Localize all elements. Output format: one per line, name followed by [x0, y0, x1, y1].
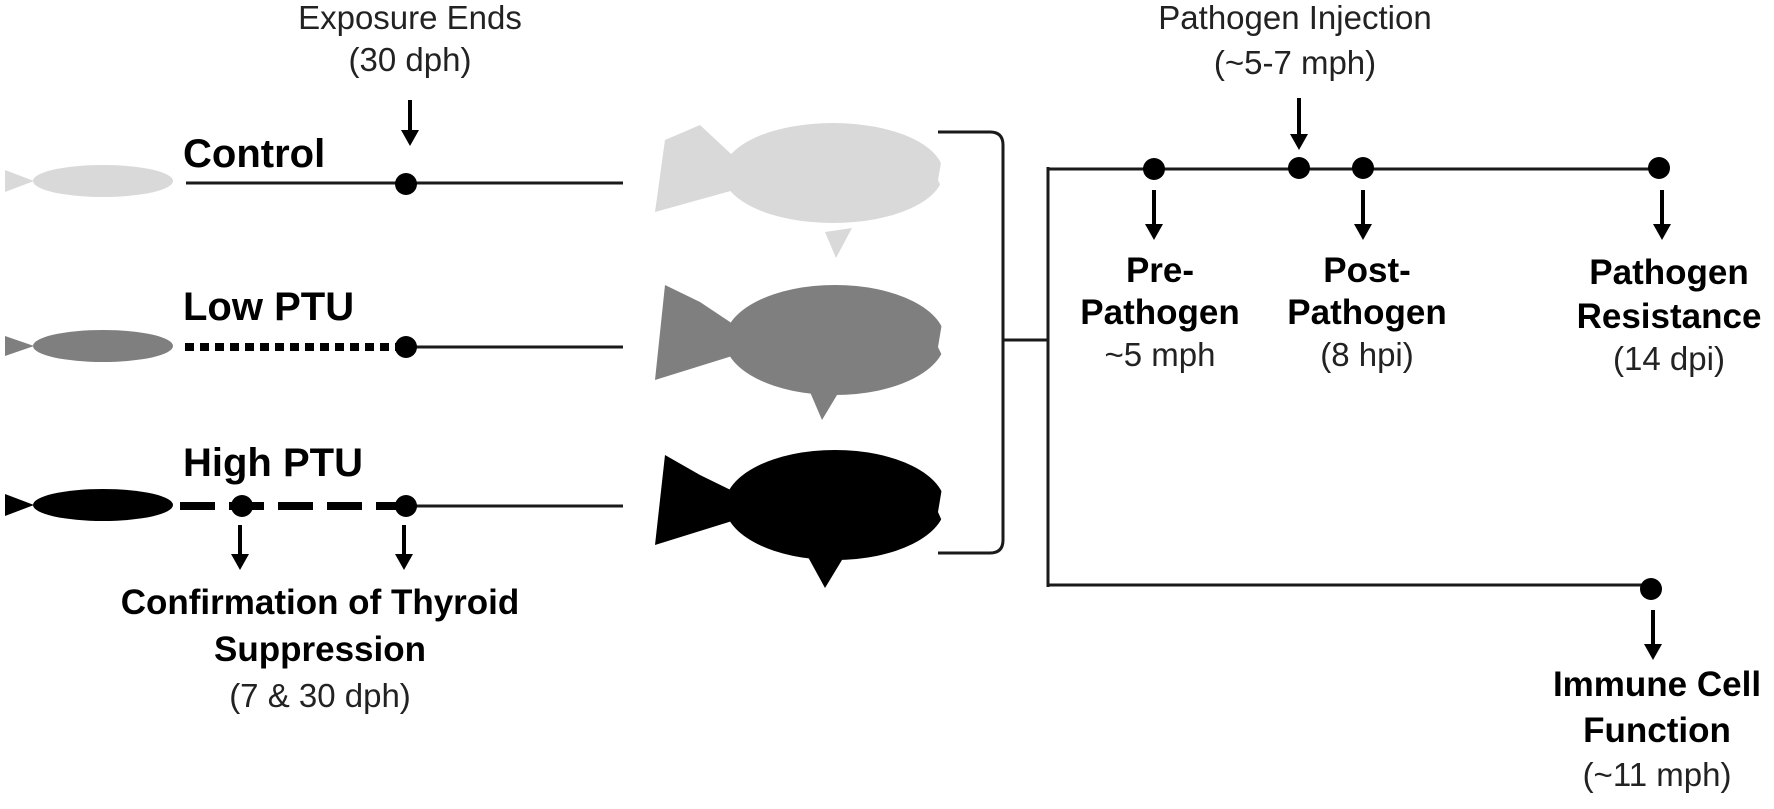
high-ptu-label: High PTU	[183, 441, 363, 485]
high-ptu-exposure-end-dot	[395, 495, 417, 517]
pathogen-injection-label: Pathogen Injection	[1158, 0, 1431, 36]
pathogen-resistance-arrowhead	[1653, 224, 1671, 240]
pre-pathogen-label-line1: Pre-	[1126, 251, 1194, 290]
control-small-fish	[5, 165, 173, 197]
high-ptu-confirmation-dot-7dph	[231, 495, 253, 517]
pre-pathogen-arrowhead	[1145, 224, 1163, 240]
post-pathogen-arrowhead	[1354, 224, 1372, 240]
immune-cell-time: (~11 mph)	[1583, 756, 1732, 793]
control-exposure-end-dot	[395, 173, 417, 195]
control-label: Control	[183, 132, 325, 176]
pathogen-resistance-label-line2: Resistance	[1577, 297, 1762, 336]
confirmation-label-line2: Suppression	[214, 630, 426, 669]
control-row: Control	[5, 123, 945, 258]
low-ptu-exposure-end-dot	[395, 336, 417, 358]
confirmation-arrowhead-7dph	[231, 554, 249, 570]
confirmation-arrowhead-30dph	[395, 554, 413, 570]
pathogen-injection-time: (~5-7 mph)	[1214, 44, 1376, 81]
pathogen-resistance-label-line1: Pathogen	[1589, 253, 1748, 292]
post-pathogen-label-line1: Post-	[1323, 251, 1411, 290]
post-pathogen-time: (8 hpi)	[1320, 336, 1414, 373]
confirmation-label-line1: Confirmation of Thyroid	[121, 583, 520, 622]
groups-bracket	[938, 130, 1005, 555]
post-pathogen-label-line2: Pathogen	[1287, 293, 1446, 332]
post-pathogen-dot	[1352, 157, 1374, 179]
low-ptu-row: Low PTU	[5, 285, 945, 420]
high-ptu-large-fish	[655, 450, 945, 588]
pre-pathogen-dot	[1143, 158, 1165, 180]
pre-pathogen-time: ~5 mph	[1105, 336, 1216, 373]
low-ptu-large-fish	[655, 285, 945, 420]
confirmation-time: (7 & 30 dph)	[229, 677, 411, 714]
pathogen-resistance-dot	[1648, 157, 1670, 179]
pathogen-injection-dot	[1288, 157, 1310, 179]
immune-cell-label-line1: Immune Cell	[1553, 665, 1761, 704]
exposure-ends-arrowhead	[401, 130, 419, 146]
immune-cell-arrowhead	[1644, 644, 1662, 660]
low-ptu-label: Low PTU	[183, 285, 354, 329]
pathogen-injection-arrowhead	[1290, 134, 1308, 150]
immune-cell-function-dot	[1640, 578, 1662, 600]
high-ptu-row: High PTU	[5, 441, 945, 588]
low-ptu-small-fish	[5, 330, 173, 362]
pathogen-resistance-time: (14 dpi)	[1613, 340, 1725, 377]
control-large-fish	[655, 123, 945, 258]
immune-cell-label-line2: Function	[1583, 711, 1731, 750]
high-ptu-small-fish	[5, 489, 173, 521]
exposure-ends-label: Exposure Ends	[298, 0, 522, 36]
pre-pathogen-label-line2: Pathogen	[1080, 293, 1239, 332]
exposure-ends-time: (30 dph)	[349, 41, 472, 78]
